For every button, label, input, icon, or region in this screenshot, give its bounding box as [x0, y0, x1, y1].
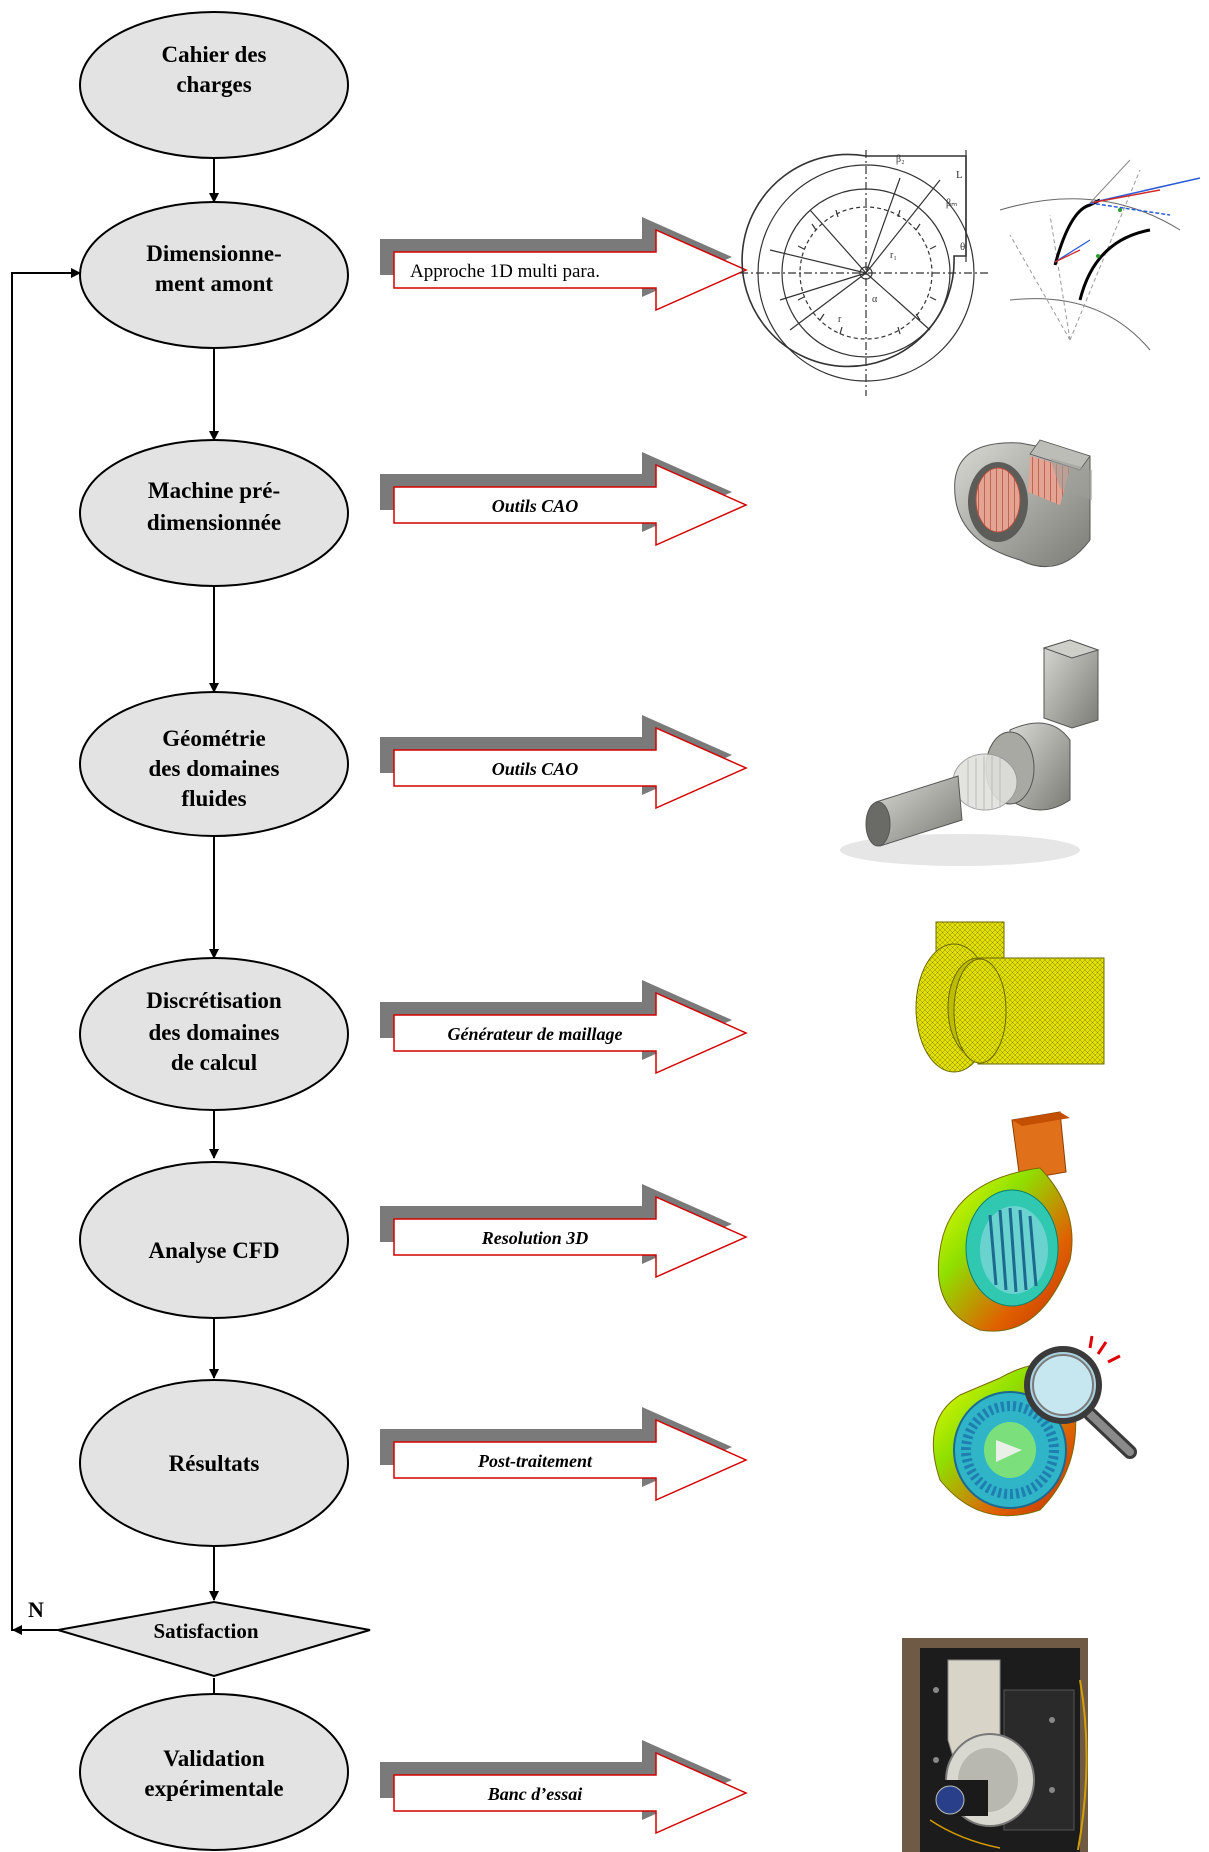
svg-text:θ: θ [960, 241, 965, 253]
node-label: Machine pré- [148, 478, 280, 503]
tool-arrow: Banc d’essai [380, 1740, 748, 1835]
node-label: ment amont [155, 271, 274, 296]
svg-text:α: α [872, 294, 878, 305]
svg-text:r₁: r₁ [890, 250, 897, 261]
tool-arrow: Outils CAO [380, 452, 748, 547]
node-label: Analyse CFD [149, 1238, 280, 1263]
tool-arrow-body [393, 228, 748, 312]
node-analyse-cfd: Analyse CFD [79, 1161, 349, 1319]
flow-connectors [11, 158, 219, 1731]
node-label: Validation [163, 1746, 265, 1771]
magnifier-icon [1024, 1335, 1137, 1459]
node-resultats: Résultats [79, 1379, 349, 1547]
svg-text:L: L [956, 169, 963, 181]
svg-text:r: r [838, 314, 842, 325]
svg-text:Machine pré-dimensionnée: Machine pré-dimensionnée [147, 478, 281, 535]
node-geometrie-domaines-fluides: Géométrie des domaines fluides [79, 691, 349, 837]
tool-arrow-label: Post-traitement [477, 1451, 593, 1471]
tool-arrow-label: Resolution 3D [481, 1228, 589, 1248]
tool-arrow-body [393, 726, 748, 810]
blade-velocity-triangle-icon [999, 159, 1201, 351]
tool-arrow-body [393, 1195, 748, 1279]
tool-arrow-label: Générateur de maillage [448, 1024, 623, 1044]
cfd-contour-icon [937, 1111, 1073, 1332]
node-dimensionnement-amont: Dimensionne-ment amont [79, 201, 349, 349]
feedback-loop-line [11, 268, 81, 1631]
node-label: fluides [181, 786, 246, 811]
node-label: des domaines [149, 756, 280, 781]
tool-arrow: Outils CAO [380, 715, 748, 810]
mesh-model-icon [915, 921, 1105, 1073]
node-label: de calcul [171, 1050, 257, 1075]
node-label: Résultats [169, 1451, 260, 1476]
test-bench-photo-icon [902, 1638, 1088, 1852]
node-label: Géométrie [162, 726, 265, 751]
tool-arrow-label: Approche 1D multi para. [410, 261, 600, 282]
svg-text:β₂: β₂ [896, 154, 905, 165]
tool-arrow: Post-traitement [380, 1407, 748, 1502]
tool-arrow: Resolution 3D [380, 1184, 748, 1279]
node-label: charges [176, 72, 251, 97]
svg-text:Analyse CFD: Analyse CFD [149, 1238, 280, 1263]
node-validation-experimentale: Validation expérimentale [79, 1693, 349, 1851]
tool-arrow: Générateur de maillage [380, 980, 748, 1075]
tool-arrow-label: Banc d’essai [487, 1784, 583, 1804]
node-label: Dimensionne- [146, 241, 281, 266]
decision-no-label: N [28, 1597, 44, 1622]
tool-arrow-body [393, 463, 748, 547]
node-machine-predimensionnee: Machine pré-dimensionnée [79, 439, 349, 587]
node-label: dimensionnée [147, 510, 281, 535]
tool-arrows: Approche 1D multi para. Outils CAO Outils … [380, 217, 748, 1835]
tool-arrow-body [393, 991, 748, 1075]
fluid-domains-cad-icon [840, 639, 1100, 866]
svg-text:Résultats: Résultats [169, 1451, 260, 1476]
decision-label: Satisfaction [154, 1619, 259, 1643]
tool-arrow-label: Outils CAO [492, 496, 579, 516]
node-label: Cahier des [162, 42, 267, 67]
fan-housing-cad-icon [954, 439, 1092, 568]
node-discretisation: Discrétisation des domaines de calcul [79, 957, 349, 1111]
node-label: Discrétisation [146, 988, 282, 1013]
svg-text:βₘ: βₘ [946, 198, 957, 209]
post-processing-model-icon [932, 1364, 1077, 1517]
node-label: des domaines [149, 1020, 280, 1045]
tool-arrow: Approche 1D multi para. [380, 217, 748, 312]
node-label: expérimentale [144, 1776, 283, 1801]
svg-text:Dimensionne-ment amont: Dimensionne-ment amont [146, 241, 281, 296]
tool-arrow-body [393, 1418, 748, 1502]
tool-arrow-body [393, 1751, 748, 1835]
node-cahier-des-charges: Cahier des charges [79, 11, 349, 159]
tool-arrow-label: Outils CAO [492, 759, 579, 779]
volute-schematic-icon: L θ β₂ βₘ α r r₁ [740, 150, 990, 396]
